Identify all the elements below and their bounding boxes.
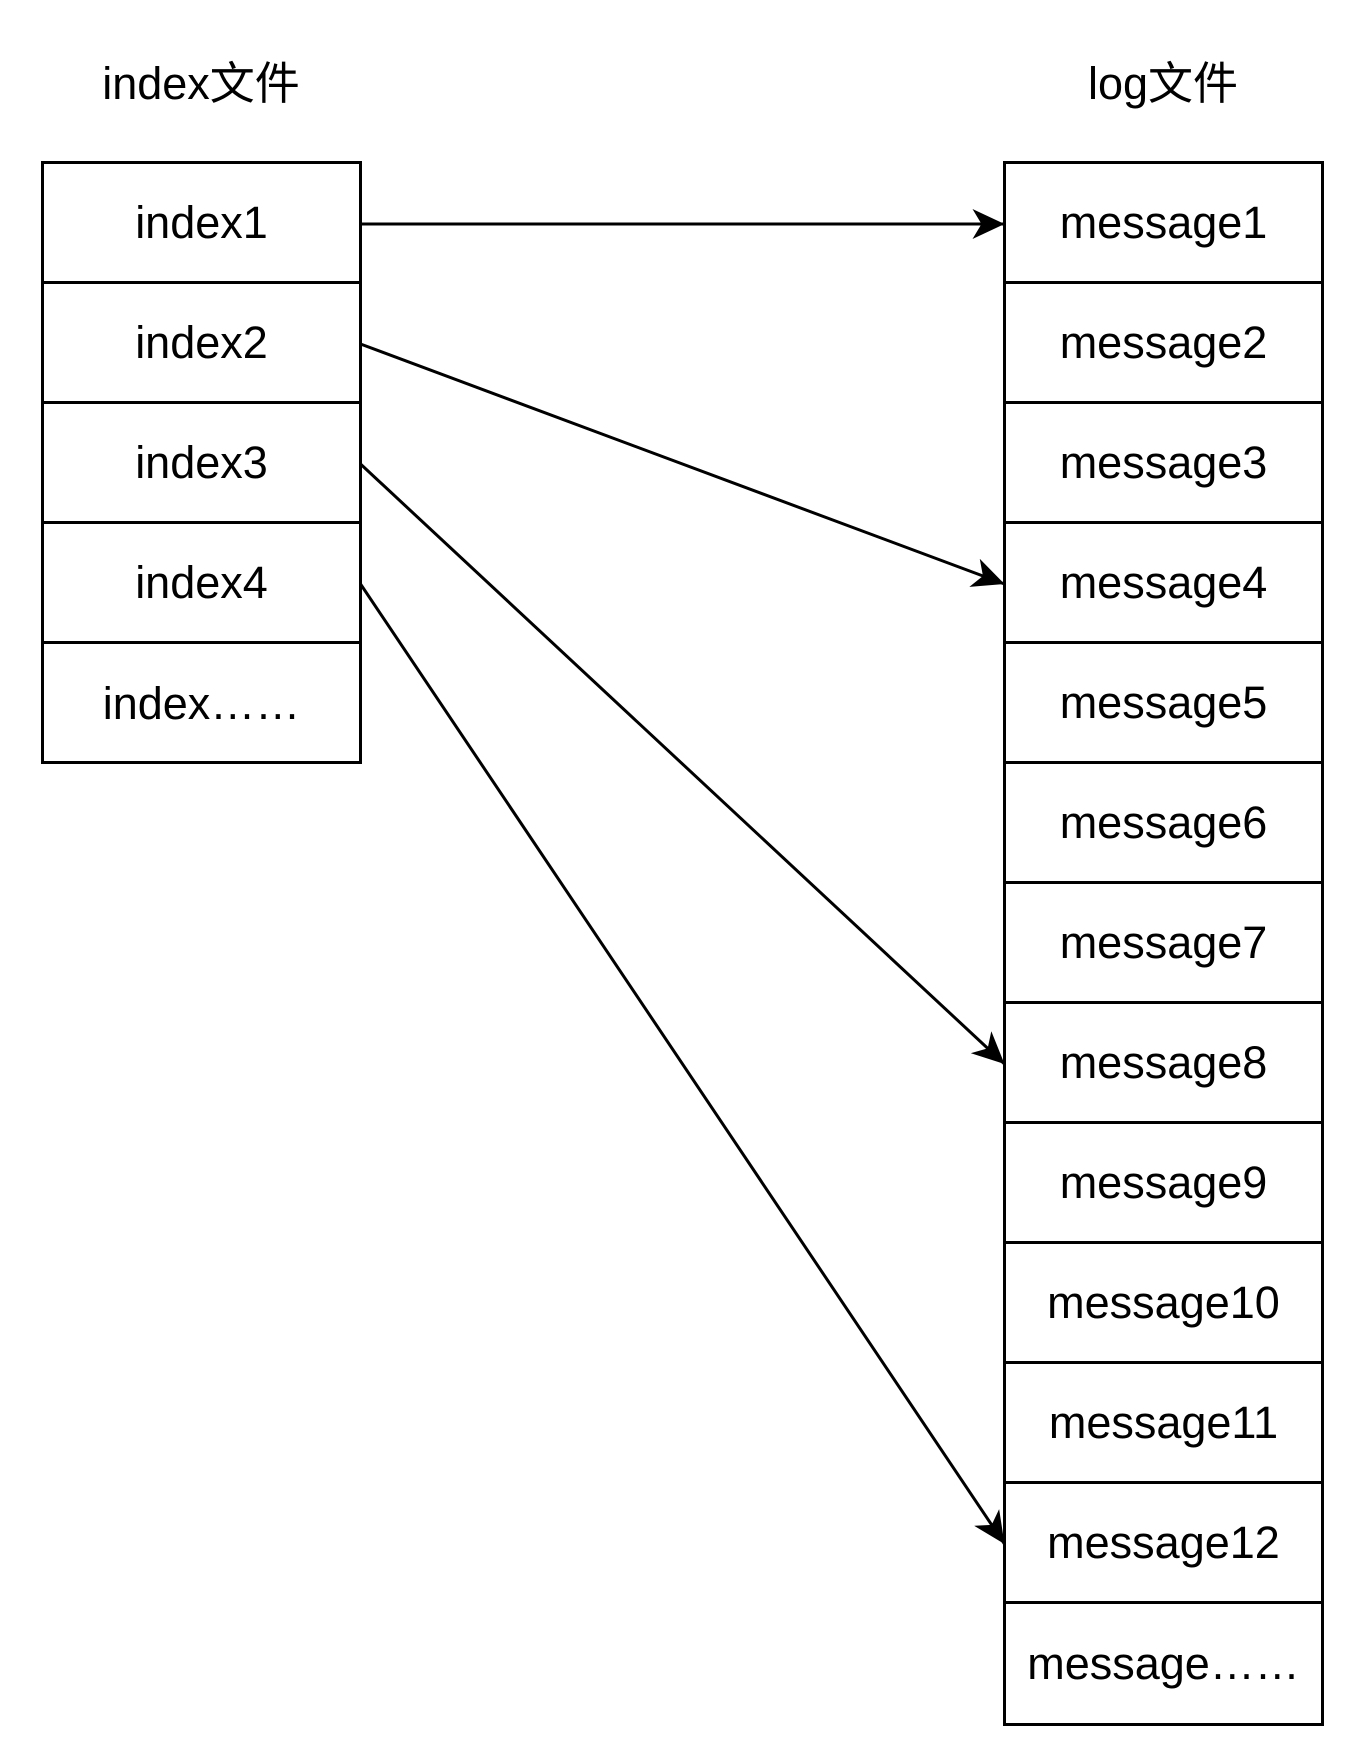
index-entry: index4 [44, 524, 359, 644]
pointer-arrow-index4-to-message12 [359, 583, 1006, 1545]
log-entry: message10 [1006, 1244, 1321, 1364]
log-entry: message5 [1006, 644, 1321, 764]
index-file-title: index文件 [102, 58, 300, 109]
log-entry: message11 [1006, 1364, 1321, 1484]
index-entry: index2 [44, 284, 359, 404]
pointer-arrow-index2-to-message4 [359, 342, 1006, 587]
log-entry: message6 [1006, 764, 1321, 884]
log-file-title: log文件 [1087, 58, 1239, 109]
log-entry: message2 [1006, 284, 1321, 404]
log-file-column: message1 message2 message3 message4 mess… [1003, 161, 1324, 1726]
log-entry: message1 [1006, 164, 1321, 284]
index-entry: index3 [44, 404, 359, 524]
log-entry: message7 [1006, 884, 1321, 1004]
log-entry: message8 [1006, 1004, 1321, 1124]
index-entry: index…… [102, 678, 301, 729]
index-entry: index1 [44, 164, 359, 284]
log-entry: message3 [1006, 404, 1321, 524]
log-entry: message12 [1006, 1484, 1321, 1604]
log-entry: message4 [1006, 524, 1321, 644]
log-entry: message9 [1006, 1124, 1321, 1244]
log-entry: message…… [1027, 1638, 1300, 1689]
pointer-arrow-index3-to-message8 [359, 462, 1006, 1066]
index-file-column: index1 index2 index3 index4 index…… [41, 161, 362, 764]
